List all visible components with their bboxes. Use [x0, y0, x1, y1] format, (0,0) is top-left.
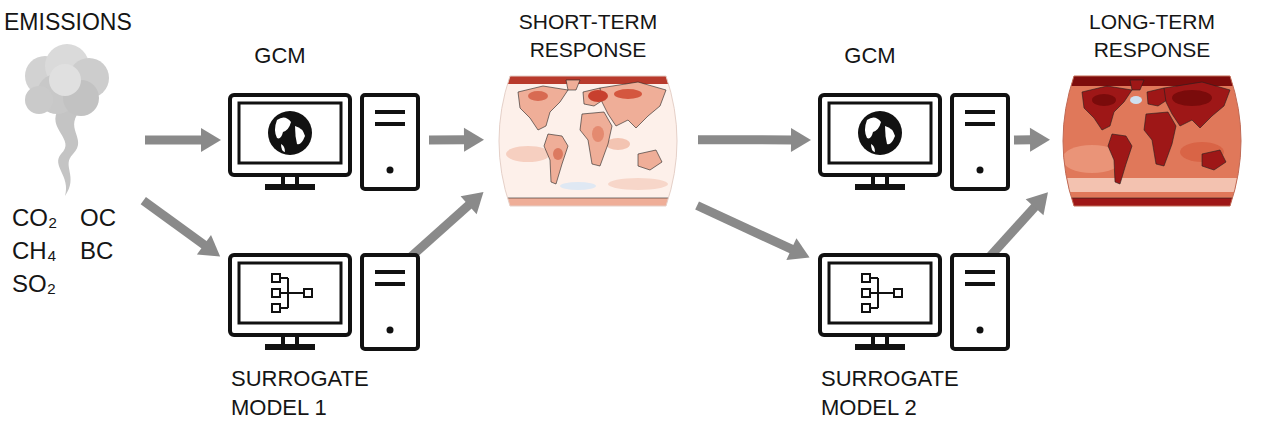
gcm-computer-icon	[815, 92, 1015, 192]
node-label: SHORT-TERM RESPONSE	[488, 8, 688, 64]
response-map-icon	[1052, 74, 1252, 208]
species-label: OC	[80, 203, 116, 233]
node-label: GCM	[225, 42, 335, 70]
response-map: LONG-TERM RESPONSE	[1052, 8, 1254, 210]
flow-arrow	[698, 128, 811, 152]
flow-arrow	[143, 201, 220, 257]
node-label: GCM	[815, 42, 925, 70]
surrogate-computer-icon	[225, 252, 425, 352]
species-label: CO₂	[12, 203, 57, 233]
surrogate-computer: SURROGATE MODEL 1	[225, 252, 427, 432]
species-label: CH₄	[12, 236, 56, 266]
emission-source-icon	[15, 44, 115, 204]
node-label: EMISSIONS	[4, 8, 132, 37]
node-label: LONG-TERM RESPONSE	[1052, 8, 1252, 64]
flow-arrow	[145, 128, 221, 152]
species-label: BC	[80, 236, 113, 266]
node-label: SURROGATE MODEL 2	[821, 364, 971, 422]
species-label: SO₂	[12, 269, 56, 299]
emission-source: EMISSIONS CO₂ OC CH₄ BC SO₂	[0, 8, 152, 310]
gcm-computer: GCM	[225, 42, 427, 196]
surrogate-computer: SURROGATE MODEL 2	[815, 252, 1017, 432]
flow-arrow	[989, 192, 1048, 257]
gcm-computer-icon	[225, 92, 425, 192]
flow-arrow	[409, 192, 483, 258]
flow-arrow	[1014, 128, 1050, 152]
response-map-icon	[488, 74, 688, 208]
flow-arrow	[697, 205, 809, 259]
flow-arrow	[429, 128, 484, 152]
surrogate-computer-icon	[815, 252, 1015, 352]
response-map: SHORT-TERM RESPONSE	[488, 8, 690, 210]
node-label: SURROGATE MODEL 1	[231, 364, 381, 422]
gcm-computer: GCM	[815, 42, 1017, 196]
